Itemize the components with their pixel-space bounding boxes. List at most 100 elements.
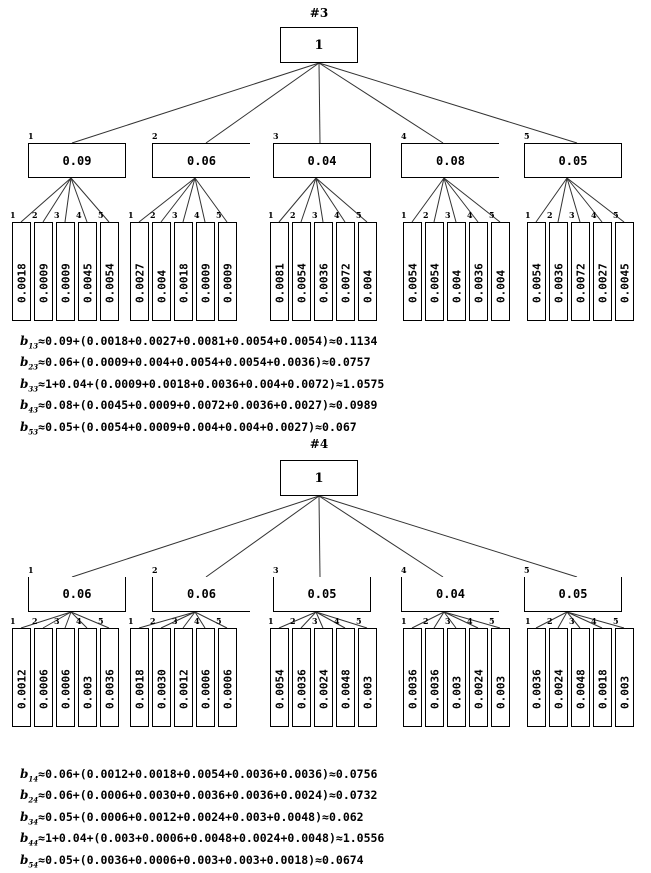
leaf-index-label: 2 <box>423 616 429 626</box>
formula-label: b33 <box>20 377 38 393</box>
alternative-leaf: 0.0024 <box>549 628 568 727</box>
leaf-index-label: 2 <box>32 616 38 626</box>
alternative-leaf: 0.003 <box>491 628 510 727</box>
approx-sign: ≈ <box>328 767 336 781</box>
alternative-leaf: 0.0009 <box>56 222 75 321</box>
alternative-leaf: 0.0018 <box>174 222 193 321</box>
node-to-leaf-line <box>20 611 72 629</box>
leaf-value: 0.0036 <box>428 669 441 709</box>
approx-sign: ≈ <box>38 852 46 867</box>
alternative-leaf: 0.0054 <box>403 222 422 321</box>
node-to-leaf-line <box>566 177 581 223</box>
formula-row: b14≈0.06+(0.0012+0.0018+0.0054+0.0036+0.… <box>20 766 384 787</box>
node-index-label: 5 <box>524 131 530 141</box>
alternative-leaf: 0.0018 <box>130 628 149 727</box>
criterion-node: 0.08 <box>401 143 499 178</box>
alternative-leaf: 0.0045 <box>78 222 97 321</box>
connector-lines <box>20 62 625 223</box>
alternative-leaf: 0.0054 <box>425 222 444 321</box>
alternative-leaf: 0.003 <box>78 628 97 727</box>
alternative-leaf: 0.0072 <box>571 222 590 321</box>
alternative-leaf: 0.0006 <box>34 628 53 727</box>
approx-sign: ≈ <box>38 788 46 803</box>
root-to-node-line <box>318 62 321 144</box>
alternative-leaf: 0.0009 <box>196 222 215 321</box>
leaf-value: 0.0054 <box>530 263 543 303</box>
node-to-leaf-line <box>566 611 603 629</box>
leaf-value: 0.004 <box>494 269 507 303</box>
node-to-leaf-line <box>411 177 445 223</box>
alternative-leaf: 0.0048 <box>336 628 355 727</box>
leaf-index-label: 3 <box>172 210 178 220</box>
criterion-node: 0.06 <box>152 577 250 612</box>
approx-sign: ≈ <box>335 376 343 391</box>
alternative-leaf: 0.0024 <box>469 628 488 727</box>
formula-list: b13≈0.09+(0.0018+0.0027+0.0081+0.0054+0.… <box>20 333 384 440</box>
node-to-leaf-line <box>315 611 368 629</box>
leaf-value: 0.0054 <box>295 263 308 303</box>
node-index-label: 1 <box>28 131 34 141</box>
alternative-leaf: 0.004 <box>358 222 377 321</box>
node-to-leaf-line <box>160 611 196 629</box>
alternative-leaf: 0.003 <box>615 628 634 727</box>
node-to-leaf-line <box>315 611 346 629</box>
node-to-leaf-line <box>278 611 317 629</box>
formula-result: 1.0575 <box>342 376 385 391</box>
formula-subscript: 23 <box>28 362 39 372</box>
leaf-value: 0.004 <box>361 269 374 303</box>
leaf-value: 0.0036 <box>295 669 308 709</box>
approx-sign: ≈ <box>38 831 46 846</box>
node-to-leaf-line <box>278 177 317 223</box>
leaf-index-label: 1 <box>525 210 531 220</box>
leaf-index-label: 4 <box>194 210 200 220</box>
formula-result: 0.067 <box>322 419 357 434</box>
approx-sign: ≈ <box>38 376 46 391</box>
approx-sign: ≈ <box>315 419 323 434</box>
formula-label: b23 <box>20 355 39 372</box>
alternative-leaf: 0.0054 <box>527 222 546 321</box>
leaf-index-label: 5 <box>489 210 495 220</box>
node-to-leaf-line <box>315 177 324 223</box>
node-index-label: 4 <box>401 131 407 141</box>
formula-result: 0.0757 <box>328 355 371 370</box>
leaf-value: 0.0009 <box>59 263 72 303</box>
approx-sign: ≈ <box>38 767 46 781</box>
leaf-index-label: 3 <box>312 210 318 220</box>
leaf-value: 0.0054 <box>273 669 286 709</box>
tree-title: #3 <box>309 6 329 20</box>
alternative-leaf: 0.0036 <box>403 628 422 727</box>
formula-symbol: b <box>20 334 29 348</box>
formula-row: b23≈0.06+(0.0009+0.004+0.0054+0.0054+0.0… <box>20 354 384 375</box>
leaf-value: 0.0072 <box>339 263 352 303</box>
leaf-index-label: 1 <box>401 616 407 626</box>
formula-expression: 0.05+(0.0054+0.0009+0.004+0.004+0.0027) <box>45 419 316 434</box>
leaf-index-label: 3 <box>445 210 451 220</box>
root-to-node-line <box>318 495 444 578</box>
formula-symbol: b <box>20 419 29 434</box>
node-index-label: 2 <box>152 131 158 141</box>
formula-label: b54 <box>20 853 38 869</box>
leaf-index-label: 1 <box>128 616 134 626</box>
alternative-leaf: 0.0006 <box>196 628 215 727</box>
leaf-index-label: 5 <box>356 210 362 220</box>
criterion-node: 0.05 <box>524 143 622 178</box>
alternative-leaf: 0.0054 <box>270 628 289 727</box>
leaf-index-label: 1 <box>268 210 274 220</box>
approx-sign: ≈ <box>322 355 329 370</box>
node-to-leaf-line <box>411 611 445 629</box>
leaf-value: 0.0024 <box>472 669 485 709</box>
node-index-label: 1 <box>28 565 34 575</box>
leaf-index-label: 1 <box>525 616 531 626</box>
approx-sign: ≈ <box>38 398 46 413</box>
node-to-leaf-line <box>20 177 72 223</box>
formula-symbol: b <box>20 767 29 781</box>
formula-label: b13 <box>20 334 38 350</box>
leaf-value: 0.0027 <box>133 263 146 303</box>
formula-row: b44≈1+0.04+(0.003+0.0006+0.0048+0.0024+0… <box>20 830 384 851</box>
formula-expression: 1+0.04+(0.0009+0.0018+0.0036+0.004+0.007… <box>45 376 336 391</box>
leaf-value: 0.0036 <box>406 669 419 709</box>
alternative-leaf: 0.0009 <box>34 222 53 321</box>
formula-row: b54≈0.05+(0.0036+0.0006+0.003+0.003+0.00… <box>20 852 384 873</box>
alternative-leaf: 0.0009 <box>218 222 237 321</box>
